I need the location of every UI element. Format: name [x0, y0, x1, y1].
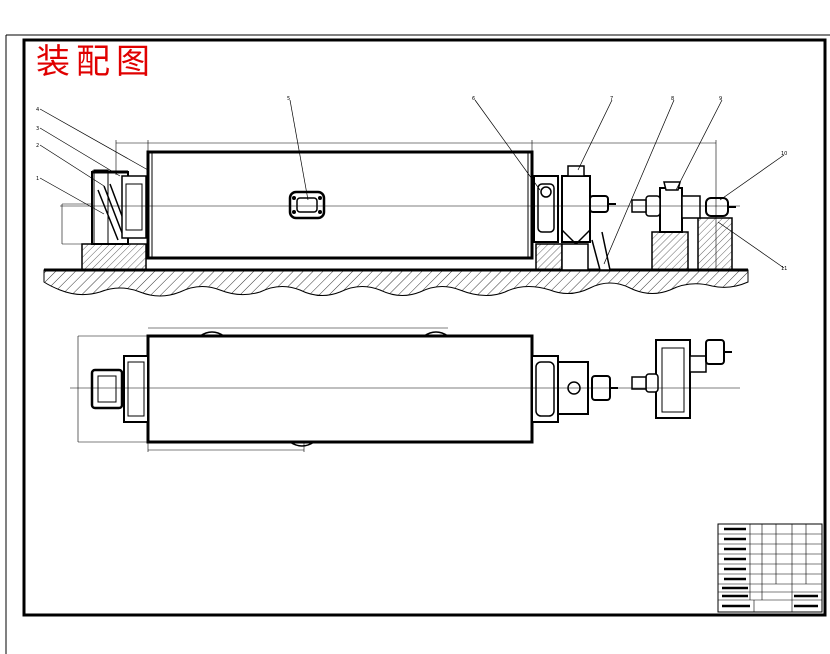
part-label: 3 — [36, 126, 39, 132]
drawing-title: 装配图 — [36, 42, 156, 82]
part-numbers: 1 2 3 4 5 6 7 8 9 10 11 — [36, 96, 787, 272]
drawing-frame — [5, 34, 830, 654]
motor-assembly — [631, 181, 736, 271]
title-block — [717, 523, 823, 613]
part-label: 10 — [781, 151, 787, 157]
part-label: 2 — [36, 143, 39, 149]
part-label: 1 — [36, 176, 39, 182]
part-label: 9 — [719, 96, 722, 102]
part-label: 7 — [610, 96, 613, 102]
part-label: 8 — [671, 96, 674, 102]
left-pedestal — [81, 169, 147, 271]
part-label: 4 — [36, 107, 39, 113]
foundation-ground — [43, 268, 749, 297]
leader-lines — [39, 99, 785, 269]
gearbox-unit — [561, 165, 616, 271]
part-label: 5 — [287, 96, 290, 102]
part-label: 6 — [472, 96, 475, 102]
right-pedestal — [533, 175, 563, 271]
front-view — [39, 99, 785, 297]
front-dimensions — [61, 140, 717, 270]
part-label: 11 — [781, 266, 787, 272]
top-view — [70, 327, 740, 452]
drum-body — [146, 150, 534, 260]
